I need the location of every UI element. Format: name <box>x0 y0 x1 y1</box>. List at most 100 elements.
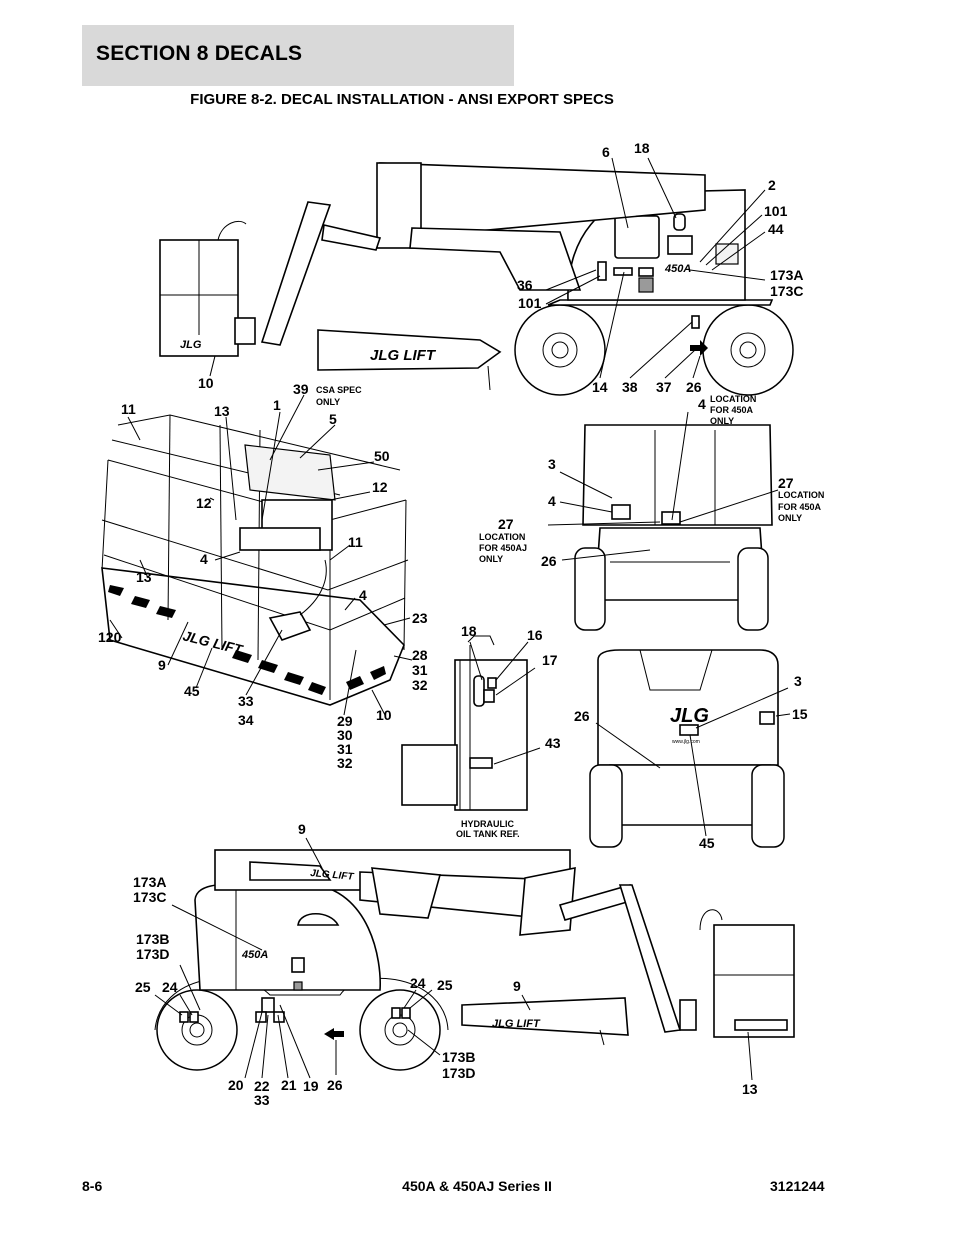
note-loc450a-b-line-3: ONLY <box>778 513 802 523</box>
platform-floor <box>101 567 405 706</box>
callout-label: 33 <box>238 693 254 709</box>
callout-label: 10 <box>198 375 214 391</box>
callout-label: 1 <box>273 397 281 413</box>
callout-label: 37 <box>656 379 672 395</box>
callout-label: 12 <box>196 495 212 511</box>
note-loc450aj-line-3: ONLY <box>479 554 503 564</box>
note-hydraulic-line-2: OIL TANK REF. <box>456 829 520 839</box>
callout-label: 50 <box>374 448 390 464</box>
callout-label: 16 <box>527 627 543 643</box>
callout-label: 3 <box>794 673 802 689</box>
callout-label: 26 <box>686 379 702 395</box>
kickplate-stripes <box>108 585 386 695</box>
callout-label: 39 <box>293 381 309 397</box>
note-loc450a-line-2: FOR 450A <box>710 405 754 415</box>
section-header: SECTION 8 DECALS <box>82 25 514 86</box>
control-console <box>244 444 336 501</box>
callout-label: 13 <box>214 403 230 419</box>
callout-label: 5 <box>329 411 337 427</box>
callout-label: 38 <box>622 379 638 395</box>
note-loc450a-line-3: ONLY <box>710 416 734 426</box>
callout-label: 173C <box>770 283 803 299</box>
callout-label: 4 <box>200 551 208 567</box>
callout-label: 12 <box>372 479 388 495</box>
callout-label: 25 <box>135 979 151 995</box>
bottom-platform <box>713 924 795 1038</box>
back-view: JLG www.jlg.com <box>589 649 791 848</box>
callout-label: 20 <box>228 1077 244 1093</box>
section-title: SECTION 8 DECALS <box>96 42 303 65</box>
callout-label: 11 <box>348 534 363 550</box>
bottom-front-tire <box>156 989 238 1071</box>
jlg-lift-logo-boom: JLG LIFT <box>310 868 355 883</box>
rear-view <box>547 411 779 631</box>
jlg-lift-panel <box>317 329 502 371</box>
callout-label: 27 <box>498 516 514 532</box>
callout-label: 34 <box>238 712 254 728</box>
callout-label: 173C <box>133 889 166 905</box>
callout-label: 173D <box>136 946 169 962</box>
jlg-lift-panel-bottom <box>461 997 629 1036</box>
callout-labels: 6 18 2 101 44 36 101 173A 173C 10 14 38 … <box>98 140 808 1108</box>
callout-label: 33 <box>254 1092 270 1108</box>
callout-label: 24 <box>162 979 178 995</box>
callout-label: 18 <box>461 623 477 639</box>
callout-label: 17 <box>542 652 558 668</box>
callout-label: 30 <box>337 727 353 743</box>
rear-turret <box>582 424 773 526</box>
footer-doc-number: 3121244 <box>770 1178 825 1194</box>
footer-page-number: 8-6 <box>82 1178 103 1194</box>
bottom-rear-tire <box>359 989 441 1071</box>
note-loc450aj-line-1: LOCATION <box>479 532 525 542</box>
callout-label: 26 <box>327 1077 343 1093</box>
callout-label: 101 <box>518 295 542 311</box>
hydraulic-tank-view <box>401 635 541 811</box>
model-badge-bottom: 450A <box>241 949 268 961</box>
jib-arm <box>260 201 332 346</box>
note-loc450a-b-line-2: FOR 450A <box>778 502 822 512</box>
note-hydraulic-line-1: HYDRAULIC <box>461 819 514 829</box>
callout-label: 4 <box>548 493 556 509</box>
callout-label: 32 <box>412 677 428 693</box>
back-turret <box>597 649 779 766</box>
callout-label: 173D <box>442 1065 475 1081</box>
bottom-jib <box>618 884 682 1033</box>
callout-label: 19 <box>303 1078 319 1094</box>
callout-label: 3 <box>548 456 556 472</box>
callout-label: 26 <box>574 708 590 724</box>
footer-model: 450A & 450AJ Series II <box>402 1178 552 1194</box>
callout-label: 10 <box>376 707 392 723</box>
callout-label: 6 <box>602 144 610 160</box>
callout-label: 32 <box>337 755 353 771</box>
callout-label: 31 <box>412 662 428 678</box>
callout-label: 11 <box>121 401 136 417</box>
callout-label: 13 <box>742 1081 758 1097</box>
callout-label: 173B <box>442 1049 475 1065</box>
note-loc450a-line-1: LOCATION <box>710 394 756 404</box>
jlg-lift-logo-top: JLG LIFT <box>370 347 437 364</box>
callout-label: 4 <box>698 396 706 412</box>
callout-label: 173B <box>136 931 169 947</box>
callout-label: 9 <box>513 978 521 994</box>
callout-label: 14 <box>592 379 608 395</box>
callout-label: 45 <box>184 683 200 699</box>
notes: CSA SPEC ONLY LOCATION FOR 450A ONLY LOC… <box>316 385 824 839</box>
web-address-back: www.jlg.com <box>672 739 700 745</box>
callout-label: 26 <box>541 553 557 569</box>
callout-label: 36 <box>517 277 533 293</box>
jlg-logo-back: JLG <box>670 705 709 727</box>
figure-title: FIGURE 8-2. DECAL INSTALLATION - ANSI EX… <box>0 91 954 108</box>
jlg-logo-platform-top: JLG <box>180 339 202 351</box>
callout-label: 29 <box>337 713 353 729</box>
callout-label: 13 <box>136 569 152 585</box>
callout-label: 22 <box>254 1078 270 1094</box>
callout-label: 31 <box>337 741 353 757</box>
callout-label: 24 <box>410 975 426 991</box>
jlg-lift-logo-bottom: JLG LIFT <box>492 1018 541 1030</box>
callout-label: 27 <box>778 475 794 491</box>
note-csa-line-1: CSA SPEC <box>316 385 362 395</box>
callout-label: 28 <box>412 647 428 663</box>
platform-perspective-view: JLG LIFT <box>101 394 413 716</box>
callout-label: 9 <box>298 821 306 837</box>
